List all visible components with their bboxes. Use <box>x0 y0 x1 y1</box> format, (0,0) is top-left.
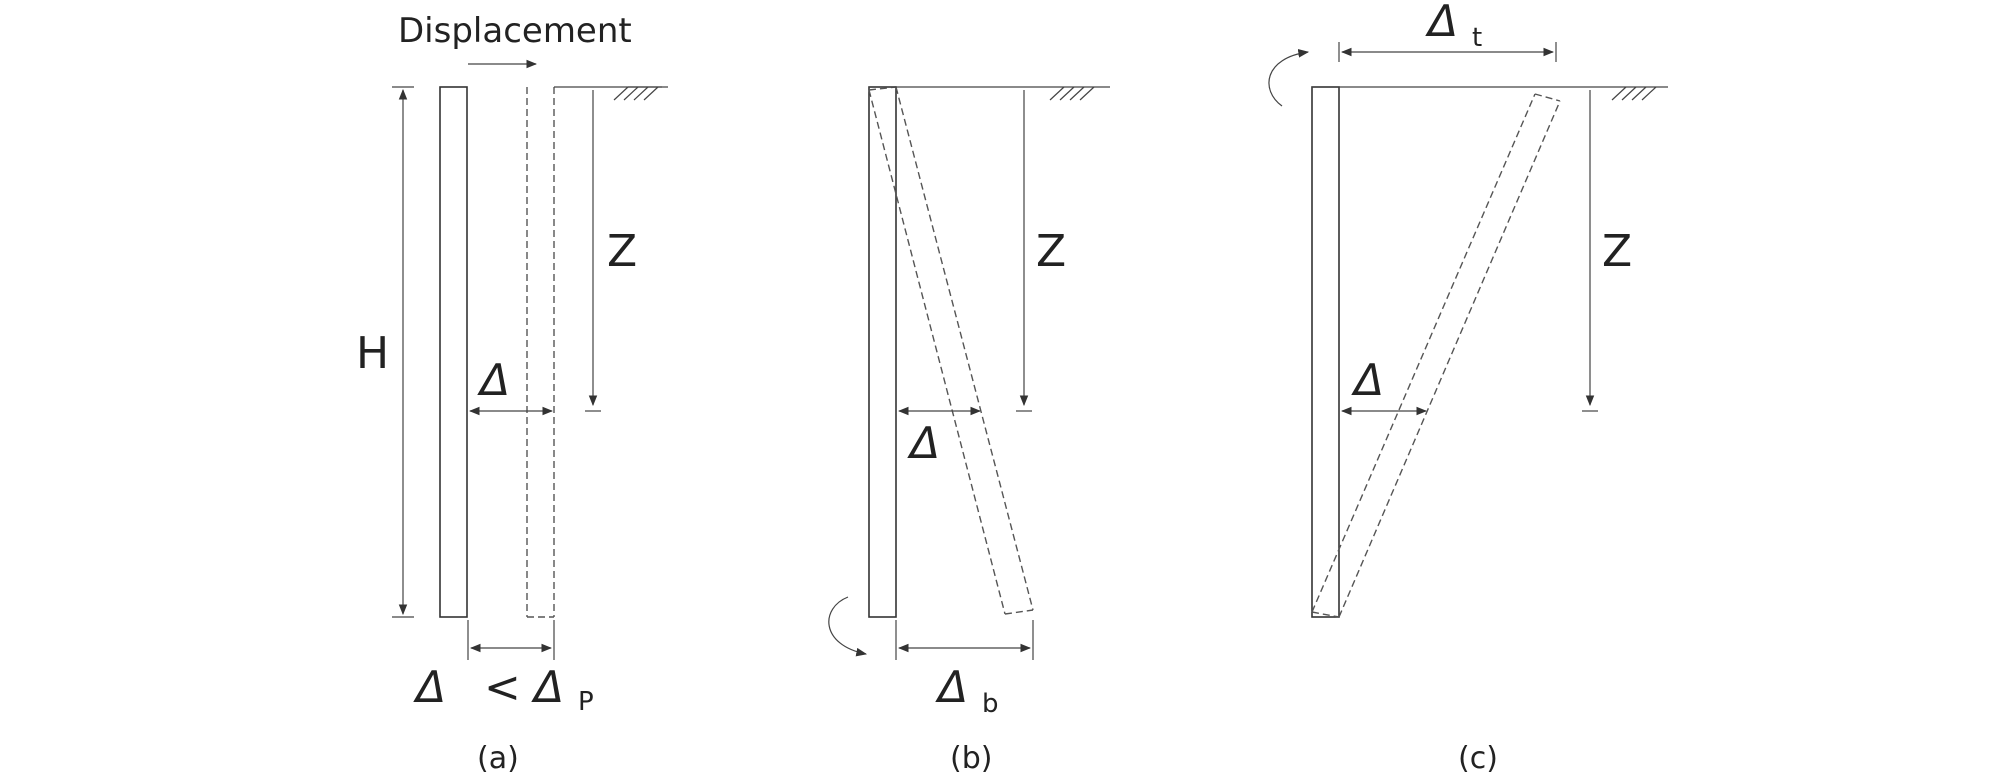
delta-label-a: Δ <box>477 355 510 406</box>
delta-label-c: Δ <box>1351 355 1384 406</box>
depth-dimension-a <box>585 90 601 412</box>
wall-b <box>868 86 897 618</box>
rotation-arrow-b <box>828 596 868 657</box>
rotation-arrow-c <box>1268 49 1310 107</box>
depth-label-a: Z <box>607 226 637 277</box>
top-delta-c: Δ <box>1425 0 1458 47</box>
height-dimension-a <box>392 86 414 618</box>
panel-b: Z Δ Δ b (b) <box>828 86 1110 775</box>
top-t-subscript: t <box>1472 23 1482 53</box>
caption-a: (a) <box>477 741 519 775</box>
wall-a <box>439 86 468 618</box>
bottom-b-subscript: b <box>982 689 999 719</box>
depth-dimension-b <box>1016 90 1032 412</box>
wall-c <box>1311 86 1340 618</box>
caption-b: (b) <box>950 741 992 775</box>
bottom-dimension-b <box>895 620 1034 660</box>
bottom-dimension-a <box>467 620 555 660</box>
depth-dimension-c <box>1582 90 1598 412</box>
ground-surface-c <box>1312 86 1668 101</box>
height-label: H <box>356 328 389 379</box>
displacement-label: Displacement <box>398 11 632 51</box>
bottom-delta-p: Δ <box>531 662 564 713</box>
depth-label-c: Z <box>1602 226 1632 277</box>
bottom-p-subscript: P <box>578 687 594 717</box>
bottom-delta-b: Δ <box>935 662 968 713</box>
less-than-sign: < <box>484 662 521 713</box>
delta-label-b: Δ <box>907 418 940 469</box>
caption-c: (c) <box>1458 741 1498 775</box>
panel-c: Δ t Z Δ (c) <box>1268 0 1668 775</box>
bottom-delta-a: Δ <box>413 662 446 713</box>
ground-surface-a <box>554 86 668 101</box>
rotated-wall-c <box>1311 93 1561 618</box>
top-dimension-c <box>1338 42 1557 62</box>
translated-wall-a <box>526 87 555 618</box>
rotated-wall-b <box>868 86 1034 615</box>
panel-a: Displacement H Z Δ Δ < Δ P (a) <box>356 11 668 775</box>
depth-label-b: Z <box>1036 226 1066 277</box>
ground-surface-b <box>869 86 1110 101</box>
